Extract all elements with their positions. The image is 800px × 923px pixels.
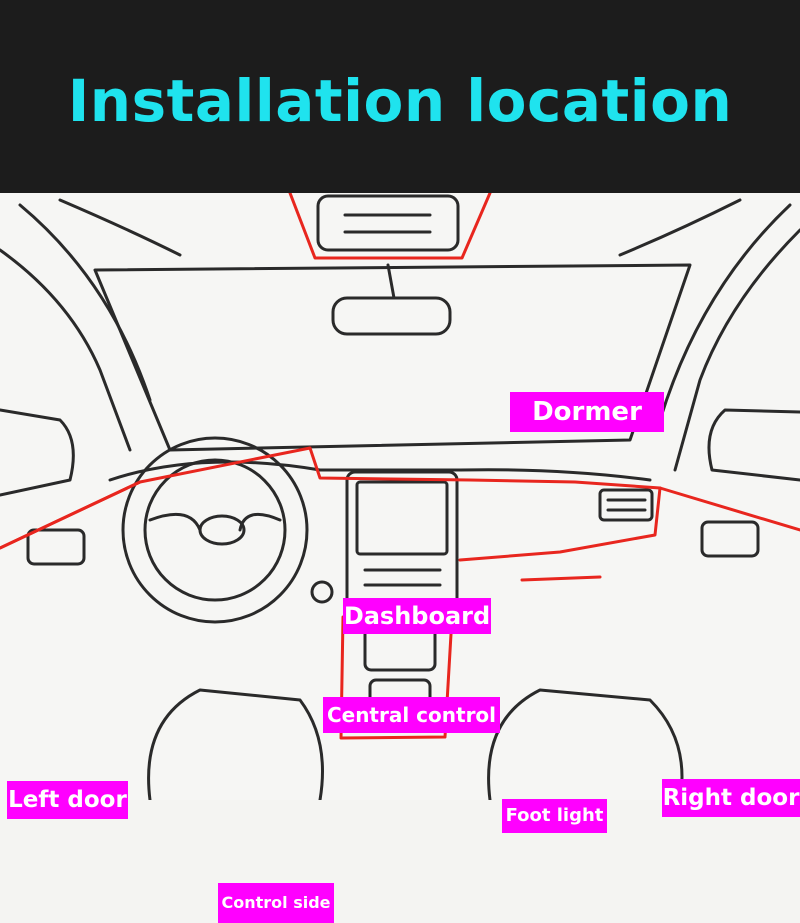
right-vent <box>598 488 654 522</box>
label-central-control: Central control <box>323 697 500 733</box>
center-screen <box>345 470 459 614</box>
foot-light-strip <box>520 575 602 582</box>
left-seat <box>147 688 324 800</box>
label-control-side: Control side <box>218 883 334 923</box>
dormer-strip <box>288 193 492 260</box>
steering-wheel <box>121 436 309 624</box>
right-a-pillar <box>673 228 800 472</box>
right-seat <box>487 688 684 800</box>
left-door-handle <box>26 528 86 566</box>
label-dashboard: Dashboard <box>343 598 491 634</box>
label-right-door: Right door <box>662 779 800 817</box>
car-interior-sketch: Dormer Dashboard Central control Left do… <box>0 193 800 923</box>
label-foot-light: Foot light <box>502 799 607 833</box>
right-side-mirror <box>707 408 800 482</box>
right-door-strip <box>658 486 800 532</box>
label-dormer: Dormer <box>510 392 664 432</box>
windshield <box>93 263 692 452</box>
page-title: Installation location <box>67 67 733 135</box>
header-banner: Installation location <box>0 0 800 193</box>
label-left-door: Left door <box>7 781 128 819</box>
right-door-handle <box>700 520 760 558</box>
central-control-strip <box>458 486 662 562</box>
steering-logo <box>198 514 246 546</box>
dashboard-top <box>108 460 652 482</box>
rearview-mirror <box>331 296 452 336</box>
left-side-mirror <box>0 408 75 497</box>
led-strip-lines <box>0 193 800 740</box>
dome-light <box>316 194 460 252</box>
dashboard-strip <box>0 446 662 550</box>
left-a-pillar <box>0 248 132 452</box>
